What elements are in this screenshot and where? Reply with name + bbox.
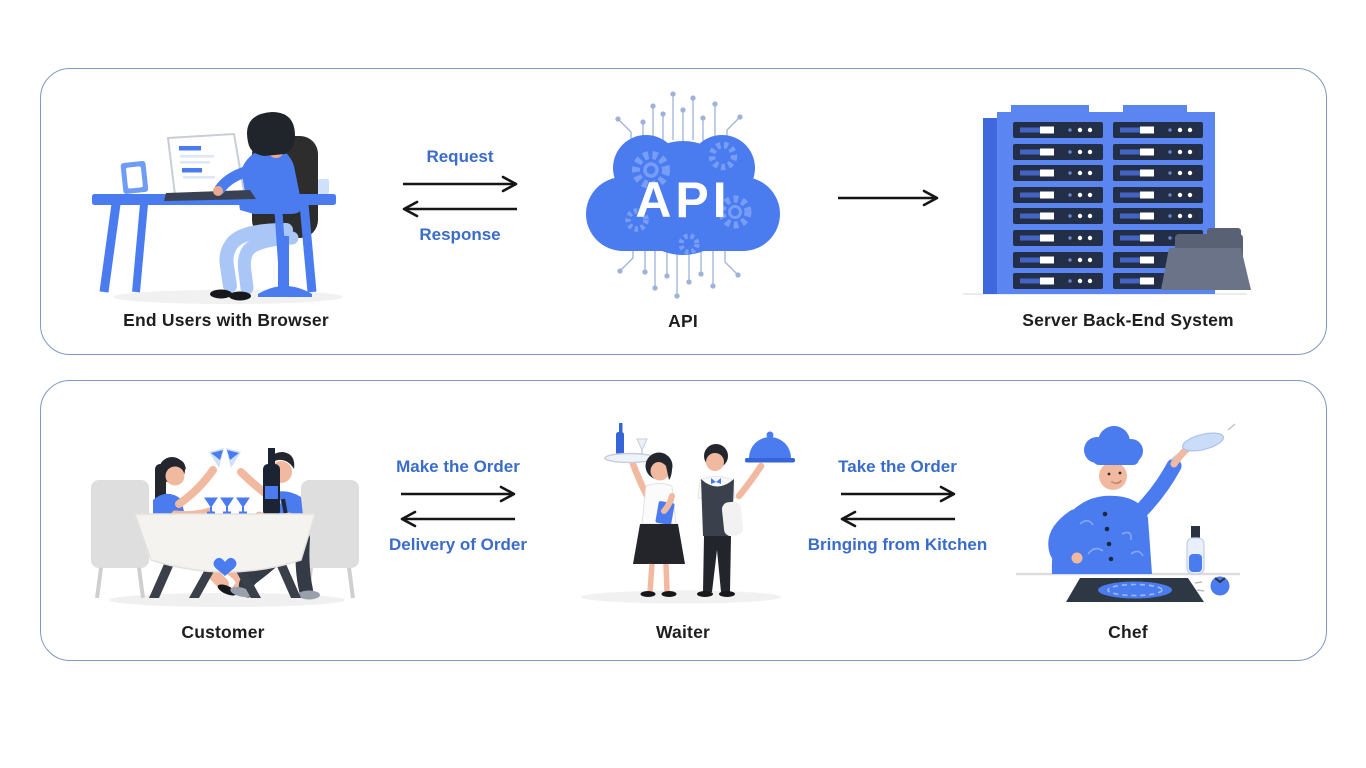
tray-icon bbox=[604, 423, 656, 464]
waiter-caption: Waiter bbox=[655, 622, 711, 642]
waiter-svg bbox=[581, 423, 795, 604]
bringing-arrow bbox=[840, 510, 955, 528]
server-caption: Server Back-End System bbox=[1022, 310, 1234, 330]
end-user-svg bbox=[92, 112, 343, 304]
customer-caption: Customer bbox=[181, 622, 265, 642]
end-user-illustration bbox=[80, 88, 370, 311]
api-cloud-text: API bbox=[635, 172, 730, 228]
tablecloth bbox=[133, 513, 317, 573]
kitchen-flow: Take the Order Bringing from Kitchen bbox=[795, 457, 1000, 555]
chef-svg bbox=[1016, 423, 1240, 602]
tomato-icon bbox=[1194, 576, 1230, 596]
customer-svg bbox=[91, 448, 359, 607]
response-label: Response bbox=[419, 225, 501, 244]
folder-icon bbox=[1161, 228, 1251, 290]
waitress bbox=[604, 423, 685, 597]
waiter-man bbox=[697, 431, 795, 597]
api-to-server-arrow bbox=[838, 189, 939, 207]
server-svg bbox=[963, 105, 1251, 295]
wine-bottle-icon bbox=[263, 448, 280, 516]
request-arrow bbox=[403, 175, 518, 193]
chair-pedestal bbox=[278, 236, 289, 288]
floor-shadow bbox=[581, 590, 781, 604]
request-response-flow: Request Response bbox=[368, 147, 552, 245]
bowtie-icon bbox=[711, 478, 721, 484]
photo-frame-icon bbox=[120, 161, 149, 194]
end-users-caption: End Users with Browser bbox=[123, 310, 329, 330]
chair-left bbox=[91, 480, 149, 599]
toasting-glasses bbox=[209, 448, 241, 468]
request-label: Request bbox=[426, 147, 494, 166]
heart-icon bbox=[213, 557, 237, 576]
pizza-tray-icon bbox=[1066, 578, 1204, 602]
cloche-icon bbox=[745, 431, 795, 463]
person-head-arm bbox=[213, 112, 296, 196]
gear-icons bbox=[625, 141, 752, 255]
order-flow: Make the Order Delivery of Order bbox=[363, 457, 553, 555]
api-caption: API bbox=[668, 311, 698, 331]
waiter-illustration bbox=[553, 404, 813, 611]
chair-base bbox=[258, 286, 312, 297]
delivery-arrow bbox=[400, 510, 515, 528]
api-cloud-illustration: API bbox=[573, 86, 793, 311]
response-arrow bbox=[402, 200, 517, 218]
delivery-label: Delivery of Order bbox=[389, 535, 527, 554]
floor-shadow bbox=[109, 593, 345, 607]
make-order-label: Make the Order bbox=[396, 457, 520, 476]
chef-illustration bbox=[988, 402, 1268, 615]
make-order-arrow bbox=[401, 485, 516, 503]
server-illustration bbox=[955, 98, 1255, 308]
api-cloud-svg: API bbox=[586, 91, 780, 299]
chef-caption: Chef bbox=[1108, 622, 1148, 642]
table-glasses bbox=[204, 497, 250, 514]
chef-hat-icon bbox=[1084, 426, 1143, 465]
take-order-arrow bbox=[840, 485, 955, 503]
dough bbox=[1170, 423, 1236, 461]
cup-icon bbox=[318, 179, 329, 194]
bringing-label: Bringing from Kitchen bbox=[807, 535, 988, 554]
towel bbox=[721, 501, 744, 537]
customer-illustration bbox=[75, 402, 375, 615]
oil-bottle-icon bbox=[1186, 526, 1205, 575]
take-order-label: Take the Order bbox=[838, 457, 957, 476]
chef-figure bbox=[1048, 426, 1191, 574]
